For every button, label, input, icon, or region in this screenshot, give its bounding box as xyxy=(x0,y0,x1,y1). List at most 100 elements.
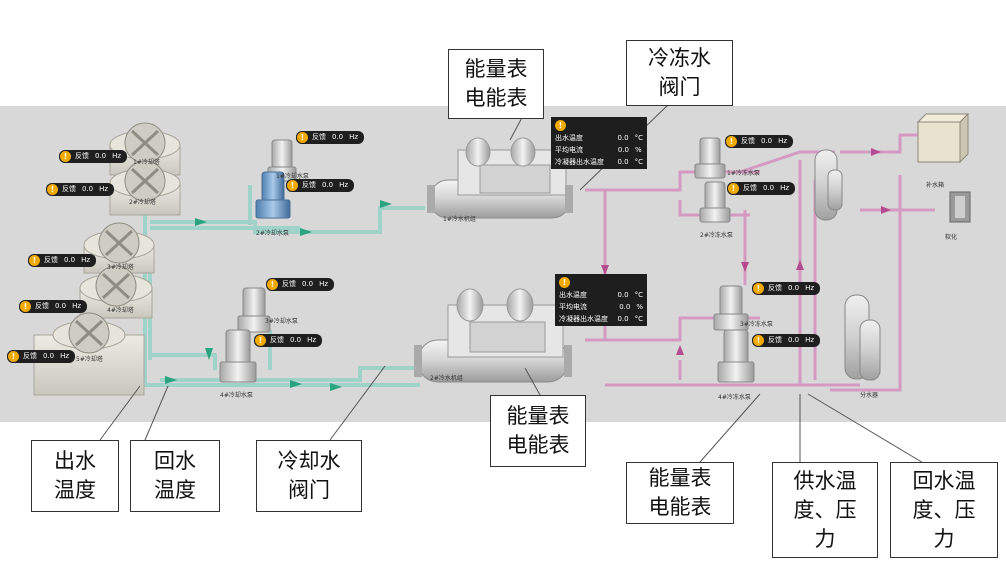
label-tower-4: 4#冷却塔 xyxy=(107,307,134,314)
callout-return-temperature: 回水 温度 xyxy=(130,440,220,512)
alert-icon: ! xyxy=(29,255,40,266)
feedback-badge-tower-5: ! 反馈 0.0 Hz xyxy=(7,350,76,363)
chilled-pump-2 xyxy=(699,181,731,223)
feedback-value: 0.0 xyxy=(95,152,107,160)
label-cooling-pump-4: 4#冷却水泵 xyxy=(220,392,253,399)
feedback-badge-chilled-pump-4: ! 反馈 0.0 Hz xyxy=(752,334,821,347)
label-chilled-pump-4: 4#冷冻水泵 xyxy=(718,394,751,401)
chilled-pump-3 xyxy=(713,285,749,331)
callout-chilled-water-valve: 冷冻水 阀门 xyxy=(626,40,733,106)
feedback-badge-cooling-pump-2: ! 反馈 0.0 Hz xyxy=(286,179,355,192)
feedback-unit: Hz xyxy=(805,336,815,344)
feedback-label: 反馈 xyxy=(741,137,755,145)
label-chiller-2: 2#冷水机组 xyxy=(430,375,463,382)
feedback-value: 0.0 xyxy=(290,336,302,344)
alert-icon: ! xyxy=(297,132,308,143)
chilled-flow-arrows xyxy=(601,148,891,355)
alert-icon: ! xyxy=(753,335,764,346)
cooling-tower-2 xyxy=(109,160,181,216)
alert-icon: ! xyxy=(267,279,278,290)
feedback-value: 0.0 xyxy=(788,284,800,292)
feedback-label: 反馈 xyxy=(312,133,326,141)
feedback-value: 0.0 xyxy=(322,181,334,189)
feedback-value: 0.0 xyxy=(55,302,67,310)
alert-icon: ! xyxy=(287,180,298,191)
feedback-badge-cooling-pump-3: ! 反馈 0.0 Hz xyxy=(266,278,335,291)
softener xyxy=(949,191,971,223)
makeup-water-tank xyxy=(916,112,970,164)
callout-outlet-temperature: 出水 温度 xyxy=(31,440,119,512)
feedback-badge-cooling-pump-1: ! 反馈 0.0 Hz xyxy=(296,131,365,144)
chiller-2 xyxy=(414,288,572,383)
feedback-badge-chilled-pump-3: ! 反馈 0.0 Hz xyxy=(752,282,821,295)
feedback-label: 反馈 xyxy=(743,184,757,192)
label-chilled-pump-1: 1#冷冻水泵 xyxy=(727,170,760,177)
feedback-unit: Hz xyxy=(99,185,109,193)
cooling-pump-4 xyxy=(219,329,257,383)
feedback-label: 反馈 xyxy=(75,152,89,160)
cooling-tower-5 xyxy=(33,312,145,396)
feedback-value: 0.0 xyxy=(82,185,94,193)
label-cooling-pump-2: 2#冷却水泵 xyxy=(256,230,289,237)
callout-cooling-water-valve: 冷却水 阀门 xyxy=(256,440,362,512)
label-chilled-pump-2: 2#冷冻水泵 xyxy=(700,232,733,239)
feedback-unit: Hz xyxy=(60,352,70,360)
label-cooling-pump-1: 1#冷却水泵 xyxy=(276,173,309,180)
feedback-badge-tower-2: ! 反馈 0.0 Hz xyxy=(46,183,115,196)
alert-icon: ! xyxy=(20,301,31,312)
cooling-pump-3 xyxy=(237,287,271,333)
feedback-badge-cooling-pump-4: ! 反馈 0.0 Hz xyxy=(254,334,323,347)
alert-icon: ! xyxy=(255,335,266,346)
alert-icon: ! xyxy=(60,151,71,162)
collector-header xyxy=(814,149,843,221)
feedback-unit: Hz xyxy=(778,137,788,145)
alert-icon: ! xyxy=(753,283,764,294)
alert-icon: ! xyxy=(8,351,19,362)
feedback-unit: Hz xyxy=(81,256,91,264)
alert-icon: ! xyxy=(47,184,58,195)
cooling-pump-2 xyxy=(255,171,291,219)
feedback-label: 反馈 xyxy=(35,302,49,310)
feedback-label: 反馈 xyxy=(768,336,782,344)
label-tower-5: 5#冷却塔 xyxy=(76,356,103,363)
callout-supply-temperature-pressure: 供水温 度、压 力 xyxy=(772,462,878,558)
feedback-unit: Hz xyxy=(339,181,349,189)
label-tower-2: 2#冷却塔 xyxy=(129,199,156,206)
label-chilled-pump-3: 3#冷冻水泵 xyxy=(740,321,773,328)
feedback-label: 反馈 xyxy=(44,256,58,264)
feedback-unit: Hz xyxy=(349,133,359,141)
feedback-unit: Hz xyxy=(805,284,815,292)
feedback-value: 0.0 xyxy=(763,184,775,192)
alert-icon: ! xyxy=(728,183,739,194)
callout-return-temperature-pressure: 回水温 度、压 力 xyxy=(890,462,998,558)
feedback-label: 反馈 xyxy=(270,336,284,344)
feedback-value: 0.0 xyxy=(761,137,773,145)
chiller-1 xyxy=(427,137,573,219)
alert-icon: ! xyxy=(555,120,566,131)
label-chiller-1: 1#冷水机组 xyxy=(443,216,476,223)
label-cooling-pump-3: 3#冷却水泵 xyxy=(265,318,298,325)
feedback-badge-chilled-pump-2: ! 反馈 0.0 Hz xyxy=(727,182,796,195)
flow-arrows xyxy=(165,200,392,391)
feedback-label: 反馈 xyxy=(768,284,782,292)
alert-icon: ! xyxy=(559,277,570,288)
feedback-badge-tower-1: ! 反馈 0.0 Hz xyxy=(59,150,128,163)
feedback-label: 反馈 xyxy=(23,352,37,360)
feedback-value: 0.0 xyxy=(43,352,55,360)
splitter-header xyxy=(844,294,881,381)
feedback-label: 反馈 xyxy=(302,181,316,189)
alert-icon: ! xyxy=(726,136,737,147)
feedback-badge-tower-4: ! 反馈 0.0 Hz xyxy=(19,300,88,313)
label-tower-3: 3#冷却塔 xyxy=(107,264,134,271)
feedback-unit: Hz xyxy=(112,152,122,160)
feedback-value: 0.0 xyxy=(64,256,76,264)
feedback-unit: Hz xyxy=(319,280,329,288)
callout-energy-meter-middle: 能量表 电能表 xyxy=(490,395,586,467)
